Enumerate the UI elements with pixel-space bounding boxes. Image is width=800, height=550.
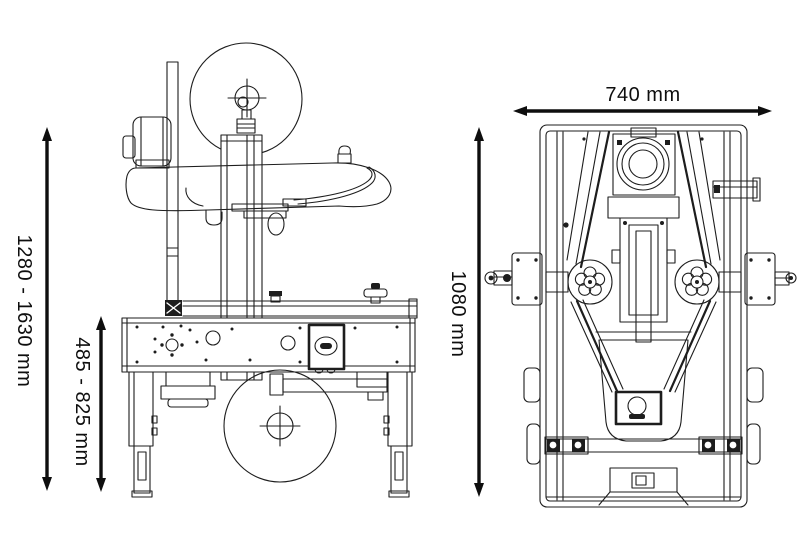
switch-housing (595, 331, 692, 442)
right-star-knob (674, 259, 720, 305)
left-star-knob (567, 259, 613, 305)
side-clamp-bars (545, 271, 742, 293)
dimension-label-width: 740 mm (605, 84, 681, 106)
dimension-label-overall-height: 1280 - 1630 mm (13, 234, 35, 388)
dimension-arrow-conveyor-height (96, 316, 106, 492)
upper-tape-roll (189, 42, 303, 156)
outer-frame (539, 124, 748, 508)
folder-arms (566, 130, 721, 393)
right-leg (383, 371, 413, 498)
top-view-drawing (484, 124, 797, 508)
head-motor (122, 116, 172, 169)
right-handle (712, 177, 761, 202)
left-side-plate (484, 252, 543, 306)
head-knob (337, 145, 352, 164)
dimension-label-conveyor-height: 485 - 825 mm (71, 337, 93, 467)
taping-head (125, 162, 392, 236)
control-box (307, 323, 346, 374)
dimension-arrow-length (474, 127, 484, 497)
conveyor-body (121, 317, 416, 373)
bolt-dots (135, 324, 399, 364)
lower-bracket-arm (269, 371, 388, 401)
dimension-arrow-overall-height (42, 127, 52, 491)
dimension-label-length: 1080 mm (447, 270, 469, 358)
center-column-assembly (607, 196, 680, 343)
left-leg (128, 371, 158, 498)
dimension-arrow-width (513, 106, 772, 116)
side-view-drawing (121, 42, 418, 498)
drive-motor (160, 371, 216, 408)
top-flange (612, 127, 676, 196)
lower-tape-roll (223, 369, 337, 483)
side-rail (182, 283, 418, 319)
bottom-guide-block (598, 467, 689, 506)
vertical-guide-rod (165, 61, 182, 316)
right-side-plate (744, 252, 797, 306)
side-tabs (523, 367, 764, 465)
cross-belt (544, 436, 743, 455)
